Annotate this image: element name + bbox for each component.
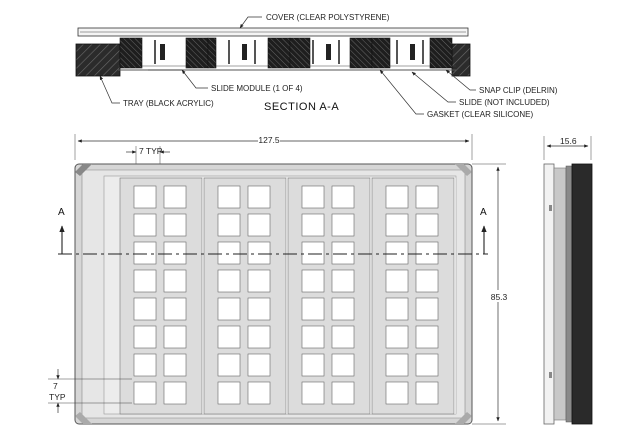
well bbox=[217, 185, 241, 209]
well bbox=[247, 213, 271, 237]
well bbox=[331, 241, 355, 265]
tray-label: TRAY (BLACK ACRYLIC) bbox=[123, 99, 214, 108]
side-cover bbox=[543, 163, 555, 425]
well bbox=[163, 185, 187, 209]
side-gasket bbox=[565, 165, 573, 423]
slide-module bbox=[119, 177, 203, 415]
well bbox=[385, 325, 409, 349]
well bbox=[133, 297, 157, 321]
well bbox=[301, 325, 325, 349]
well bbox=[133, 185, 157, 209]
well bbox=[301, 381, 325, 405]
thickness-dimension: 15.6 bbox=[560, 136, 577, 146]
well bbox=[247, 297, 271, 321]
well bbox=[217, 269, 241, 293]
well bbox=[385, 381, 409, 405]
well bbox=[217, 297, 241, 321]
snap-clip-label: SNAP CLIP (DELRIN) bbox=[479, 86, 558, 95]
well bbox=[331, 185, 355, 209]
well-height-note: TYP bbox=[49, 392, 66, 402]
well bbox=[301, 241, 325, 265]
tray-right-section bbox=[451, 43, 471, 77]
well bbox=[385, 297, 409, 321]
well bbox=[415, 353, 439, 377]
well bbox=[331, 269, 355, 293]
well bbox=[217, 241, 241, 265]
well bbox=[247, 381, 271, 405]
well bbox=[133, 213, 157, 237]
gasket-label: GASKET (CLEAR SILICONE) bbox=[427, 110, 533, 119]
section-marker-left: A bbox=[58, 207, 65, 218]
well bbox=[163, 213, 187, 237]
well bbox=[331, 353, 355, 377]
well bbox=[163, 241, 187, 265]
well bbox=[301, 269, 325, 293]
side-view: 15.6 bbox=[543, 136, 593, 425]
slide-module bbox=[287, 177, 371, 415]
well bbox=[247, 353, 271, 377]
well bbox=[385, 213, 409, 237]
well bbox=[415, 213, 439, 237]
well bbox=[331, 381, 355, 405]
well bbox=[217, 353, 241, 377]
well bbox=[133, 325, 157, 349]
well bbox=[133, 241, 157, 265]
well bbox=[415, 241, 439, 265]
well bbox=[331, 325, 355, 349]
slide-module-label: SLIDE MODULE (1 OF 4) bbox=[211, 84, 303, 93]
well bbox=[247, 185, 271, 209]
slide-module bbox=[203, 177, 287, 415]
well bbox=[385, 353, 409, 377]
well bbox=[217, 381, 241, 405]
well bbox=[385, 269, 409, 293]
well bbox=[163, 353, 187, 377]
well bbox=[385, 185, 409, 209]
well bbox=[217, 213, 241, 237]
well bbox=[163, 325, 187, 349]
well bbox=[331, 213, 355, 237]
well bbox=[133, 353, 157, 377]
slide-module bbox=[371, 177, 455, 415]
section-view: COVER (CLEAR POLYSTYRENE) SLIDE MODULE (… bbox=[75, 13, 558, 119]
width-dimension: 127.5 bbox=[258, 135, 280, 145]
well bbox=[247, 269, 271, 293]
cover-label: COVER (CLEAR POLYSTYRENE) bbox=[266, 13, 390, 22]
well bbox=[163, 297, 187, 321]
well-width-dimension: 7 TYP bbox=[139, 146, 163, 156]
section-marker-right: A bbox=[480, 207, 487, 218]
slide-modules bbox=[119, 177, 456, 415]
well bbox=[415, 297, 439, 321]
plan-view: 127.5 7 TYP A A 85.3 bbox=[48, 134, 508, 425]
well bbox=[133, 381, 157, 405]
well bbox=[163, 269, 187, 293]
well bbox=[217, 325, 241, 349]
well bbox=[415, 185, 439, 209]
slide-module-sections bbox=[119, 37, 453, 69]
tray-left-section bbox=[75, 43, 121, 77]
well bbox=[415, 381, 439, 405]
well bbox=[163, 381, 187, 405]
well bbox=[301, 185, 325, 209]
side-modules bbox=[553, 167, 567, 421]
well bbox=[415, 269, 439, 293]
well bbox=[331, 297, 355, 321]
slide-label: SLIDE (NOT INCLUDED) bbox=[459, 98, 550, 107]
section-leaders bbox=[99, 16, 476, 115]
well bbox=[133, 269, 157, 293]
side-tray bbox=[571, 163, 593, 425]
well bbox=[247, 241, 271, 265]
height-dimension: 85.3 bbox=[491, 292, 508, 302]
well bbox=[301, 297, 325, 321]
well bbox=[415, 325, 439, 349]
well bbox=[301, 213, 325, 237]
well bbox=[247, 325, 271, 349]
well bbox=[385, 241, 409, 265]
well bbox=[301, 353, 325, 377]
well-height-dimension: 7 bbox=[53, 381, 58, 391]
section-title: SECTION A-A bbox=[264, 101, 339, 113]
